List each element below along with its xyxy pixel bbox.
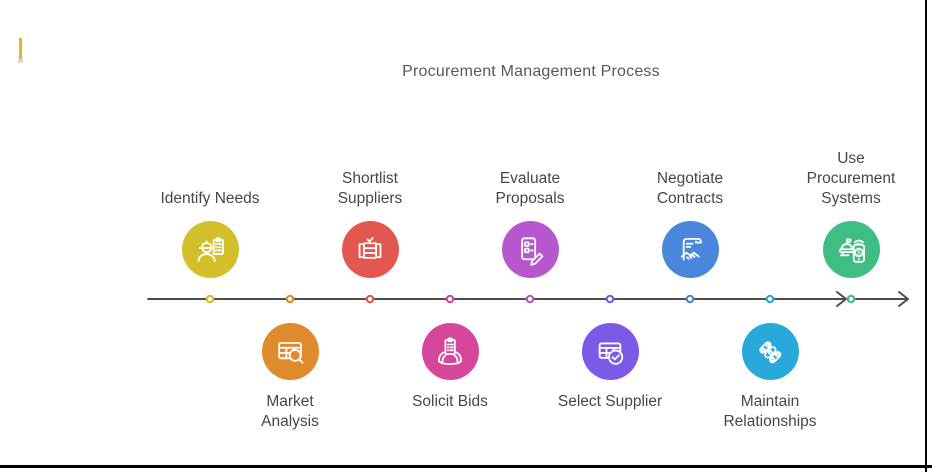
solicit-bids-icon (438, 336, 462, 365)
milestone-use-procurement-systems: Use Procurement Systems $ (791, 149, 911, 278)
select-supplier-icon (598, 342, 624, 365)
milestone-label: Select Supplier (557, 393, 663, 410)
milestone-label: Negotiate Contracts (656, 170, 724, 207)
timeline-milestone-dot (846, 294, 856, 304)
timeline-milestone-dot (765, 294, 775, 304)
negotiate-contracts-icon (680, 237, 702, 261)
diagram-title: Procurement Management Process (402, 63, 660, 80)
milestone-circle (261, 323, 319, 380)
milestone-circle (661, 221, 719, 278)
cursor-handle (18, 59, 23, 63)
milestone-label: Identify Needs (160, 190, 260, 207)
timeline-milestone-dot (365, 294, 375, 304)
timeline-milestone-dot (605, 294, 615, 304)
milestone-circle (501, 221, 559, 278)
milestone-select-supplier: Select Supplier (550, 323, 670, 412)
market-analysis-icon (278, 341, 304, 364)
milestone-label: Solicit Bids (412, 393, 488, 410)
milestone-label: Use Procurement Systems (806, 150, 896, 207)
canvas-right-border (925, 0, 927, 472)
shortlist-suppliers-icon (358, 236, 382, 259)
milestone-label: Evaluate Proposals (495, 170, 565, 207)
milestone-circle (421, 323, 479, 380)
identify-needs-icon (197, 236, 224, 262)
timeline-milestone-dot (525, 294, 535, 304)
milestone-circle (181, 221, 239, 278)
svg-text:$: $ (857, 249, 861, 256)
timeline-arrowhead (836, 291, 847, 307)
canvas-bottom-border (0, 465, 932, 468)
timeline-milestone-dot (205, 294, 215, 304)
timeline-end-arrowhead (898, 291, 909, 307)
timeline-milestone-dot (685, 294, 695, 304)
milestone-label: Shortlist Suppliers (337, 170, 403, 207)
milestone-identify-needs: Identify Needs (150, 189, 270, 278)
milestone-label: Maintain Relationships (723, 393, 817, 430)
milestone-circle (581, 323, 639, 380)
timeline-milestone-dot (445, 294, 455, 304)
milestone-negotiate-contracts: Negotiate Contracts (630, 169, 750, 278)
milestone-evaluate-proposals: Evaluate Proposals (470, 169, 590, 278)
milestone-market-analysis: Market Analysis (230, 323, 350, 432)
milestone-label: Market Analysis (261, 393, 319, 430)
maintain-relationships-icon (759, 340, 782, 363)
milestone-circle: $ (822, 221, 880, 278)
milestone-maintain-relationships: Maintain Relationships (710, 323, 830, 432)
milestone-shortlist-suppliers: Shortlist Suppliers (310, 169, 430, 278)
timeline-milestone-dot (285, 294, 295, 304)
milestone-solicit-bids: Solicit Bids (390, 323, 510, 412)
evaluate-proposals-icon (521, 236, 544, 266)
milestone-circle (741, 323, 799, 380)
cursor-bar (19, 38, 22, 61)
use-procurement-systems-icon: $ (839, 238, 865, 263)
milestone-circle (341, 221, 399, 278)
